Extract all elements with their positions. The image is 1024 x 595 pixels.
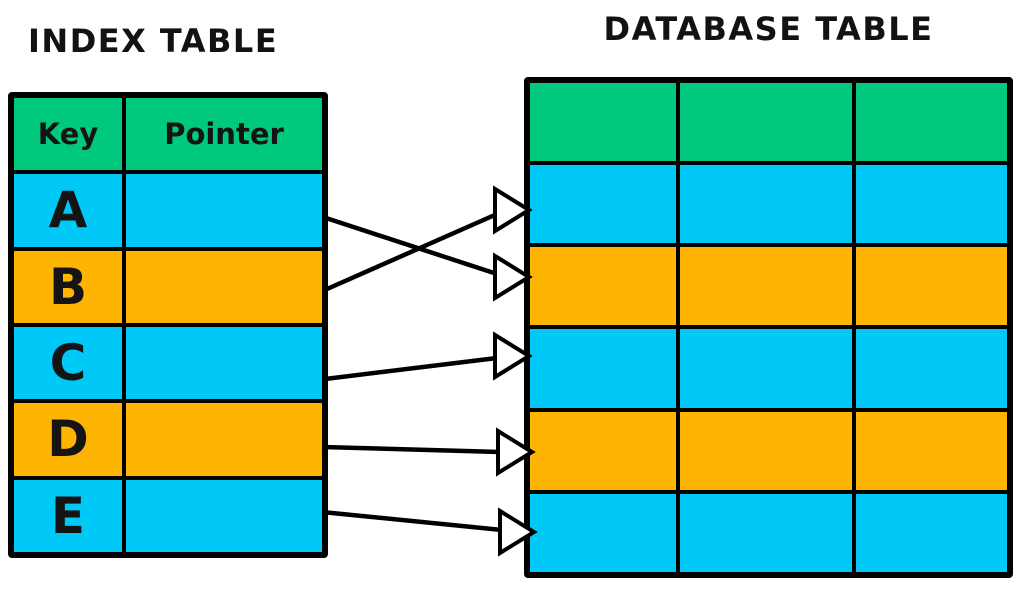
arrow-a-to-db-row-2 [325,215,533,302]
database-table [524,77,1013,578]
db-row3-cell-col2 [678,327,854,410]
database-table-title: DATABASE TABLE [603,10,934,48]
index-key-label-d: D [47,410,89,469]
arrow-d-line [321,444,501,455]
db-row2-cell-col3 [854,245,1009,328]
index-pointer-cell-d [124,401,324,478]
arrow-b-to-db-row-1 [326,185,533,292]
index-key-label-a: A [48,181,88,240]
arrow-e-to-db-row-5 [321,507,538,557]
db-row1-cell-col1 [528,163,678,246]
db-header-cell-col2 [678,81,854,164]
index-table: Key Pointer A B C D E [8,92,328,558]
db-row5-cell-col1 [528,491,678,574]
arrow-d-to-db-row-4 [321,427,536,477]
index-pointer-cell-b [124,248,324,325]
index-pointer-cell-a [124,172,324,249]
index-pointer-cell-c [124,325,324,402]
index-header-pointer-label: Pointer [164,117,284,152]
arrow-e-line [321,509,503,533]
index-header-key-label: Key [37,117,99,152]
index-key-cell-b: B [12,248,124,325]
db-row2-cell-col1 [528,245,678,328]
db-row5-cell-col2 [678,491,854,574]
db-row2-cell-col2 [678,245,854,328]
db-row4-cell-col1 [528,409,678,492]
index-key-label-b: B [48,257,88,316]
index-key-cell-c: C [12,325,124,402]
index-pointer-cell-e [124,477,324,554]
index-key-cell-d: D [12,401,124,478]
index-header-cell-pointer: Pointer [124,96,324,173]
db-row4-cell-col3 [854,409,1009,492]
index-header-cell-key: Key [12,96,124,173]
index-table-title: INDEX TABLE [28,22,279,60]
index-key-label-c: C [49,334,87,393]
db-row3-cell-col3 [854,327,1009,410]
db-header-cell-col1 [528,81,678,164]
arrow-c-to-db-row-3 [324,331,533,382]
db-row1-cell-col2 [678,163,854,246]
index-key-cell-a: A [12,172,124,249]
db-row4-cell-col2 [678,409,854,492]
db-row3-cell-col1 [528,327,678,410]
arrow-b-line [326,211,498,292]
db-header-cell-col3 [854,81,1009,164]
index-key-cell-e: E [12,477,124,554]
db-row1-cell-col3 [854,163,1009,246]
index-key-label-e: E [50,486,86,545]
arrow-a-line [325,215,498,277]
db-row5-cell-col3 [854,491,1009,574]
arrow-c-line [324,355,498,382]
